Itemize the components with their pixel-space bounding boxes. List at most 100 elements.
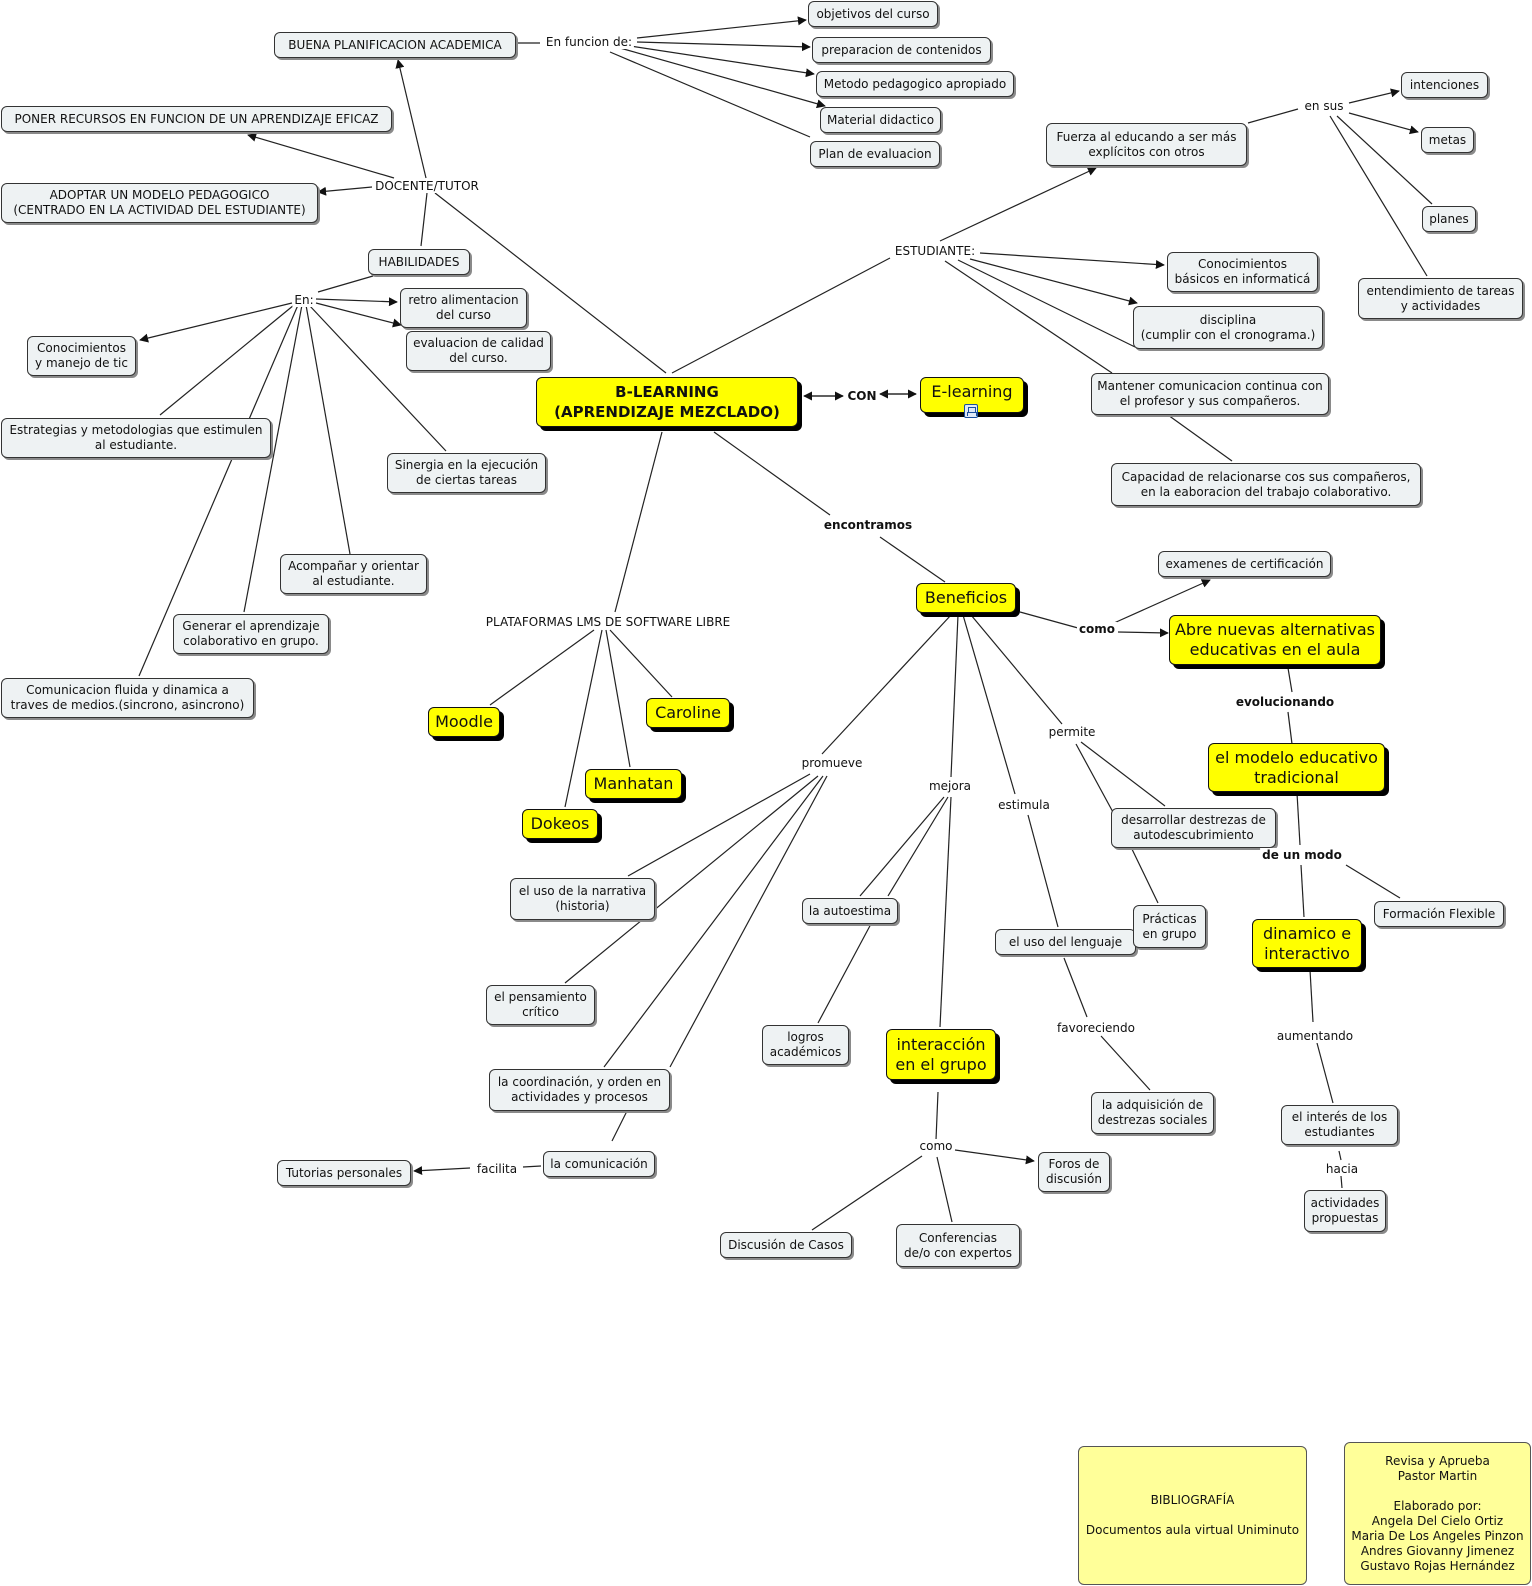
node-estrategias[interactable]: Estrategias y metodologias que estimulen…: [1, 418, 271, 458]
link-line: [317, 186, 373, 196]
node-conferencias[interactable]: Conferencias de/o con expertos: [896, 1224, 1020, 1267]
link-line: [957, 259, 1136, 348]
link-line: [944, 260, 1113, 374]
node-discusion-casos[interactable]: Discusión de Casos: [720, 1232, 852, 1258]
link-line: [821, 614, 952, 755]
link-line: [979, 252, 1165, 269]
node-desarrollar-destrezas[interactable]: desarrollar destrezas de autodescubrimie…: [1111, 808, 1276, 848]
link-line: [522, 1165, 542, 1168]
link-label-evolucionando: evolucionando: [1233, 695, 1337, 709]
node-retroalimentacion[interactable]: retro alimentacion del curso: [400, 288, 527, 328]
node-examenes[interactable]: examenes de certificación: [1158, 551, 1331, 577]
link-line: [1348, 112, 1419, 135]
link-line: [609, 629, 673, 698]
link-line: [962, 614, 1016, 795]
concept-map-link-icon[interactable]: [964, 404, 978, 418]
link-line: [247, 132, 395, 179]
node-conocimientos-informatica[interactable]: Conocimientos básicos en informaticá: [1167, 252, 1318, 292]
node-objetivos-curso[interactable]: objetivos del curso: [808, 1, 938, 27]
node-disciplina[interactable]: disciplina (cumplir con el cronograma.): [1133, 306, 1323, 349]
node-capacidad-relacionarse[interactable]: Capacidad de relacionarse cos sus compañ…: [1111, 463, 1421, 506]
node-la-comunicacion[interactable]: la comunicación: [543, 1151, 655, 1177]
node-elearning[interactable]: E-learning: [920, 377, 1024, 413]
node-coordinacion[interactable]: la coordinación, y orden en actividades …: [489, 1069, 670, 1111]
node-interaccion-grupo[interactable]: interacción en el grupo: [886, 1029, 996, 1080]
link-line: [713, 431, 831, 516]
link-line: [305, 304, 351, 555]
link-line: [243, 304, 303, 613]
node-foros[interactable]: Foros de discusión: [1038, 1152, 1110, 1192]
link-label-plataformas: PLATAFORMAS LMS DE SOFTWARE LIBRE: [483, 615, 733, 629]
link-line: [1309, 969, 1314, 1023]
node-formacion-flexible[interactable]: Formación Flexible: [1374, 901, 1504, 927]
credits-note: Revisa y Aprueba Pastor Martin Elaborado…: [1344, 1442, 1531, 1585]
node-fuerza-educando[interactable]: Fuerza al educando a ser más explícitos …: [1046, 123, 1247, 166]
node-comunicacion-fluida[interactable]: Comunicacion fluida y dinamica a traves …: [1, 678, 254, 718]
node-entendimiento[interactable]: entendimiento de tareas y actividades: [1358, 278, 1523, 319]
node-practicas-grupo[interactable]: Prácticas en grupo: [1133, 905, 1206, 948]
link-line: [564, 629, 603, 808]
link-line: [609, 51, 811, 138]
link-line: [939, 796, 952, 1028]
link-line: [669, 775, 828, 1068]
node-sinergia[interactable]: Sinergia en la ejecución de ciertas tare…: [387, 453, 546, 493]
node-uso-lenguaje[interactable]: el uso del lenguaje: [995, 929, 1136, 955]
node-modelo-tradicional[interactable]: el modelo educativo tradicional: [1208, 743, 1385, 792]
node-abre-alternativas[interactable]: Abre nuevas alternativas educativas en e…: [1169, 615, 1381, 665]
node-intenciones[interactable]: intenciones: [1401, 72, 1488, 98]
link-line: [315, 302, 402, 328]
node-caroline[interactable]: Caroline: [646, 698, 730, 728]
link-line: [1329, 115, 1428, 277]
link-line: [811, 1155, 923, 1231]
node-poner-recursos[interactable]: PONER RECURSOS EN FUNCION DE UN APRENDIZ…: [1, 106, 392, 132]
link-line: [1019, 611, 1079, 629]
link-line: [1129, 844, 1159, 904]
link-line: [627, 773, 811, 877]
node-generar-aprendizaje[interactable]: Generar el aprendizaje colaborativo en g…: [173, 614, 329, 654]
node-mantener-comunicacion[interactable]: Mantener comunicacion continua con el pr…: [1091, 373, 1329, 415]
link-line: [1316, 1042, 1334, 1104]
node-preparacion-contenidos[interactable]: preparacion de contenidos: [812, 37, 991, 63]
link-line: [1113, 579, 1211, 624]
node-autoestima[interactable]: la autoestima: [802, 898, 898, 924]
node-acompanar[interactable]: Acompañar y orientar al estudiante.: [280, 554, 427, 594]
link-label-docente-tutor: DOCENTE/TUTOR: [373, 179, 481, 193]
link-line: [619, 47, 826, 109]
node-metas[interactable]: metas: [1421, 127, 1474, 153]
node-habilidades[interactable]: HABILIDADES: [368, 249, 470, 275]
node-beneficios[interactable]: Beneficios: [916, 583, 1016, 613]
node-moodle[interactable]: Moodle: [428, 707, 500, 737]
link-line: [489, 629, 595, 706]
link-label-estudiante: ESTUDIANTE:: [892, 244, 978, 258]
node-adoptar-modelo[interactable]: ADOPTAR UN MODELO PEDAGOGICO (CENTRADO E…: [1, 183, 318, 223]
node-dinamico[interactable]: dinamico e interactivo: [1252, 919, 1362, 968]
node-manhatan[interactable]: Manhatan: [585, 769, 682, 799]
node-evaluacion-calidad[interactable]: evaluacion de calidad del curso.: [406, 331, 551, 371]
node-interes-estudiantes[interactable]: el interés de los estudiantes: [1281, 1105, 1398, 1145]
node-narrativa[interactable]: el uso de la narrativa (historia): [510, 878, 655, 920]
node-buena-planificacion[interactable]: BUENA PLANIFICACION ACADEMICA: [274, 32, 516, 58]
link-line: [413, 1166, 471, 1176]
link-line: [1075, 743, 1115, 815]
node-logros[interactable]: logros académicos: [762, 1025, 849, 1065]
node-pensamiento-critico[interactable]: el pensamiento crítico: [486, 985, 595, 1025]
central-node-b-learning[interactable]: B-LEARNING (APRENDIZAJE MEZCLADO): [536, 377, 798, 427]
node-conocimientos-tic[interactable]: Conocimientos y manejo de tic: [27, 336, 136, 376]
node-metodo-pedagogico[interactable]: Metodo pedagogico apropiado: [816, 71, 1014, 97]
link-line: [936, 1156, 953, 1223]
node-actividades-propuestas[interactable]: actividades propuestas: [1304, 1190, 1386, 1232]
node-material-didactico[interactable]: Material didactico: [820, 107, 941, 133]
node-dokeos[interactable]: Dokeos: [522, 809, 598, 839]
link-line: [1247, 108, 1299, 124]
node-tutorias[interactable]: Tutorias personales: [277, 1160, 411, 1186]
link-label-en-sus: en sus: [1302, 99, 1346, 113]
link-line: [1336, 115, 1433, 205]
link-line: [315, 297, 398, 307]
node-plan-evaluacion[interactable]: Plan de evaluacion: [810, 141, 940, 167]
link-line: [887, 796, 949, 897]
node-planes[interactable]: planes: [1422, 206, 1476, 232]
link-line: [1167, 414, 1233, 462]
node-adquisicion-destrezas[interactable]: la adquisición de destrezas sociales: [1091, 1092, 1214, 1134]
